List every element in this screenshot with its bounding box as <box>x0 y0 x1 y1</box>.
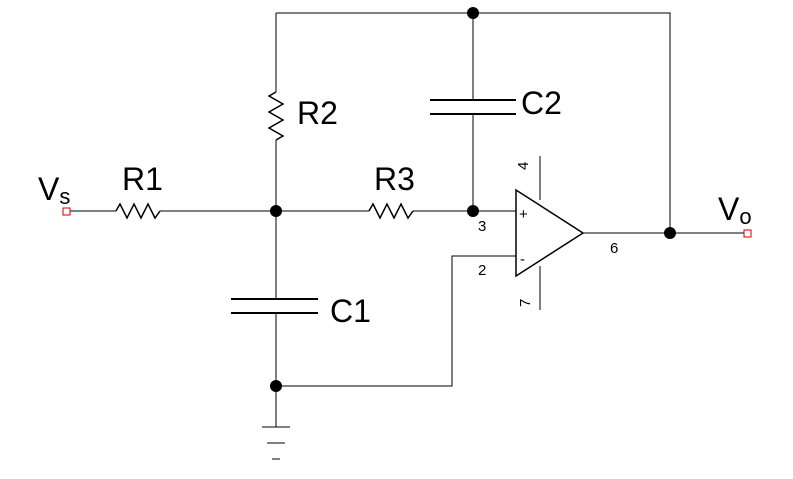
port-vo[interactable] <box>743 229 752 238</box>
opamp-plus-sign: + <box>519 206 528 223</box>
opamp-pin-4: 4 <box>515 162 532 170</box>
port-vs[interactable] <box>62 207 71 216</box>
label-vs-sub: s <box>59 184 70 209</box>
label-vs-main: V <box>38 171 60 207</box>
node-output <box>664 227 676 239</box>
label-r3: R3 <box>374 161 415 197</box>
resistor-r3 <box>368 202 414 220</box>
label-vo-main: V <box>718 191 740 227</box>
wire-gnd-minus <box>276 255 516 387</box>
opamp-minus-sign: - <box>520 251 525 268</box>
label-r1: R1 <box>122 161 163 197</box>
opamp-pin-7: 7 <box>517 299 534 307</box>
label-vs: Vs <box>38 171 70 209</box>
label-c2: C2 <box>521 85 562 121</box>
node-top-c2 <box>467 7 479 19</box>
label-vo-sub: o <box>739 204 751 229</box>
opamp-pin-2: 2 <box>478 262 486 279</box>
label-r2: R2 <box>297 95 338 131</box>
resistor-r1 <box>115 202 161 220</box>
wire-top-feedback <box>276 12 671 233</box>
node-ground <box>270 380 282 392</box>
label-vo: Vo <box>718 191 752 229</box>
node-plus-input <box>467 205 479 217</box>
opamp-pin-3: 3 <box>478 218 486 235</box>
node-center <box>270 205 282 217</box>
opamp-pin-6: 6 <box>610 240 618 257</box>
resistor-r2 <box>267 91 285 141</box>
opamp-triangle <box>515 188 585 278</box>
label-c1: C1 <box>330 293 371 329</box>
